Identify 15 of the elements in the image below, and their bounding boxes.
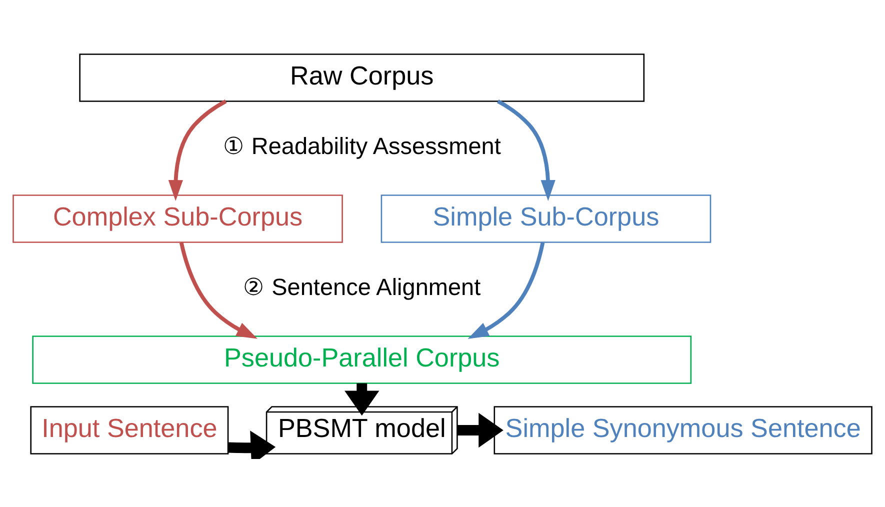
arrow (344, 382, 380, 416)
node-box: Pseudo-Parallel Corpus (32, 335, 692, 384)
node-box: Simple Synonymous Sentence (494, 406, 872, 454)
arrow (179, 242, 258, 338)
label: ② Sentence Alignment (243, 274, 481, 300)
arrow (457, 412, 504, 448)
arrow (228, 430, 276, 458)
node-box: Simple Sub-Corpus (380, 194, 712, 242)
node-box: Raw Corpus (79, 53, 645, 102)
node-box: Input Sentence (30, 406, 229, 454)
arrow (168, 99, 227, 200)
arrow (468, 242, 545, 338)
label: ① Readability Assessment (222, 132, 501, 158)
arrow (496, 99, 556, 200)
node-box: Complex Sub-Corpus (12, 194, 343, 242)
